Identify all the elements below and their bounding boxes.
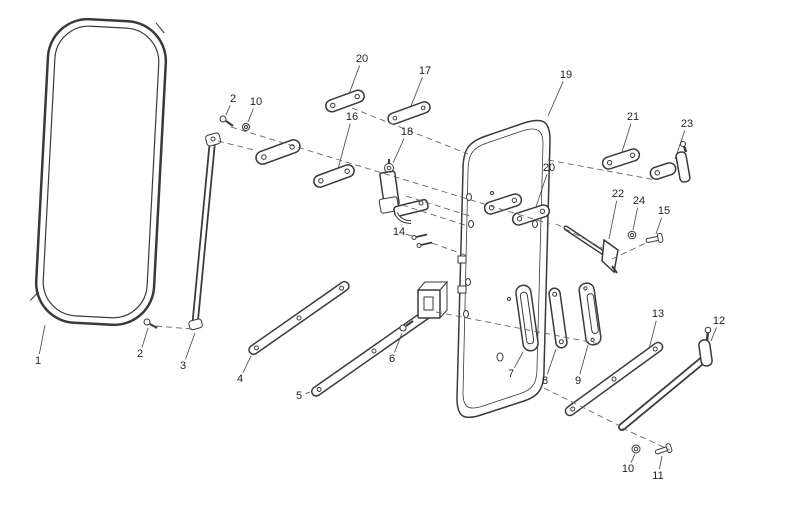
alignment-dashed-lines xyxy=(155,107,671,451)
panel-tab xyxy=(457,285,467,294)
part-number-label: 14 xyxy=(393,226,405,238)
part-8-plate xyxy=(548,287,568,349)
leader-line xyxy=(242,355,252,373)
leader-line xyxy=(185,332,196,360)
part-number-label: 1 xyxy=(35,355,41,367)
leader-line xyxy=(337,123,351,170)
part-number-label: 9 xyxy=(575,375,581,387)
leader-line xyxy=(674,130,686,160)
part-20-strip-panel-left xyxy=(483,193,523,215)
leader-line xyxy=(579,344,589,375)
part-number-label: 13 xyxy=(652,308,664,320)
part-number-label: 18 xyxy=(401,126,413,138)
part-number-label: 20 xyxy=(356,53,368,65)
leader-line xyxy=(514,351,524,369)
panel-hole xyxy=(463,310,469,318)
part-18-latch-mechanism xyxy=(378,159,429,224)
part-4-strip xyxy=(248,280,350,356)
part-20-strip-panel-right xyxy=(511,204,551,226)
part-number-label: 8 xyxy=(542,375,548,387)
leader-line xyxy=(410,77,423,107)
part-10-washer-top xyxy=(242,123,250,131)
leader-line xyxy=(655,217,663,235)
part-number-label: 22 xyxy=(612,188,624,200)
part-number-label: 4 xyxy=(237,373,243,385)
part-10-washer-bottom xyxy=(631,444,641,454)
part-16-strip-left xyxy=(255,139,301,165)
part-1-seal xyxy=(29,17,168,327)
part-13-strip xyxy=(564,341,664,417)
leader-line xyxy=(658,455,663,470)
leader-line xyxy=(546,348,557,375)
part-16-strip xyxy=(313,164,355,188)
part-17-strip xyxy=(387,101,431,125)
part-24-washer xyxy=(627,230,637,240)
part-23-hinge-upper xyxy=(649,141,691,183)
panel-hole xyxy=(507,297,511,301)
part-number-label: 23 xyxy=(681,118,693,130)
leader-line xyxy=(247,108,254,123)
part-19-door-panel xyxy=(456,119,551,419)
part-20-strip-top xyxy=(325,89,365,113)
part-22-rod xyxy=(563,225,619,274)
leader-line xyxy=(648,320,657,350)
part-14-screws xyxy=(411,233,433,248)
leader-line xyxy=(225,105,231,116)
part-7-slot-plate xyxy=(515,284,539,352)
part-number-label: 24 xyxy=(633,195,645,207)
part-number-label: 17 xyxy=(419,65,431,77)
leader-line xyxy=(632,207,638,231)
leader-line xyxy=(547,81,564,117)
part-11-bolt xyxy=(654,443,673,455)
part-2-bolt-bottom xyxy=(143,318,158,329)
leader-line xyxy=(348,65,360,95)
part-21-strip xyxy=(601,148,641,170)
leader-line xyxy=(710,327,717,342)
leader-line xyxy=(405,233,413,237)
part-number-label: 10 xyxy=(250,96,262,108)
leader-line xyxy=(621,123,632,153)
part-number-label: 20 xyxy=(543,162,555,174)
panel-hole xyxy=(496,352,504,362)
panel-hole xyxy=(468,220,474,228)
leader-line xyxy=(630,453,636,463)
part-number-label: 15 xyxy=(658,205,670,217)
part-6-bolt xyxy=(399,320,414,332)
part-number-label: 11 xyxy=(652,470,663,482)
part-number-label: 19 xyxy=(560,69,572,81)
part-number-label: 12 xyxy=(713,315,725,327)
part-number-label: 3 xyxy=(180,360,186,372)
part-number-label: 2 xyxy=(230,93,236,105)
part-2-bolt-top xyxy=(219,115,234,127)
part-number-label: 5 xyxy=(296,390,302,402)
leader-line xyxy=(535,174,548,208)
panel-hole xyxy=(466,193,472,201)
panel-hole xyxy=(532,220,538,228)
part-6-striker-bracket xyxy=(416,280,449,320)
leader-line xyxy=(608,200,618,240)
part-12-hinge-lower xyxy=(618,326,713,431)
part-number-label: 16 xyxy=(346,111,358,123)
part-9-handle xyxy=(578,282,602,346)
panel-tab xyxy=(457,255,467,264)
leader-line xyxy=(394,332,403,353)
leader-line xyxy=(141,327,149,348)
part-number-label: 6 xyxy=(389,353,395,365)
leader-line xyxy=(392,138,405,164)
part-number-label: 21 xyxy=(627,111,639,123)
part-number-label: 7 xyxy=(508,368,514,380)
part-15-bolt xyxy=(645,232,664,243)
part-3-rod xyxy=(188,132,222,331)
panel-hole xyxy=(465,278,471,286)
panel-hole xyxy=(490,191,494,195)
leader-line xyxy=(38,324,46,355)
part-number-label: 10 xyxy=(622,463,634,475)
leader-line xyxy=(305,391,311,394)
part-number-label: 2 xyxy=(137,348,143,360)
